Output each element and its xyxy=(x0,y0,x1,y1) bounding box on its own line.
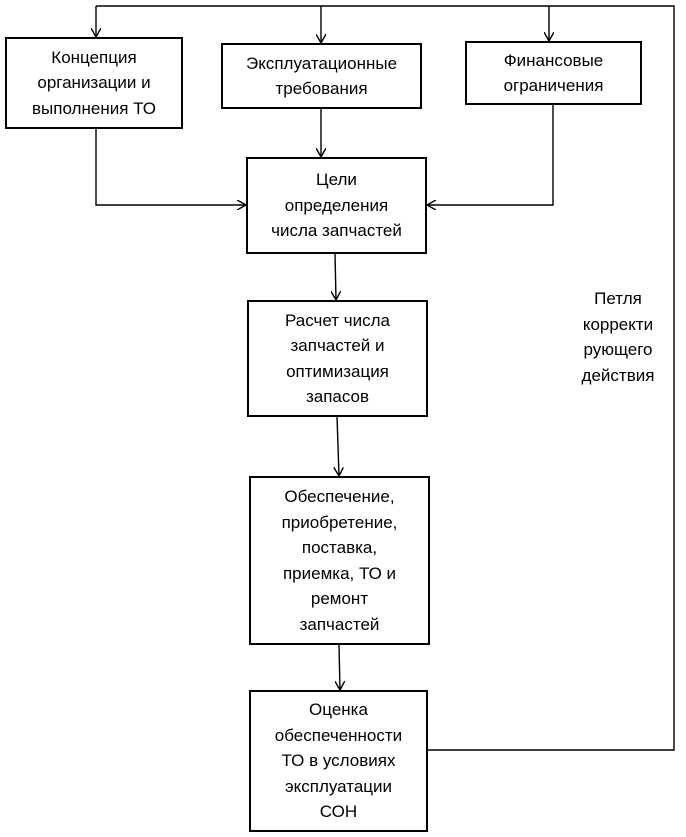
calculation-box: Расчет числа запчастей и оптимизация зап… xyxy=(247,300,428,417)
goals-label: Цели определения числа запчастей xyxy=(271,170,402,241)
financial-constraints-label: Финансовые ограничения xyxy=(503,50,604,96)
arrow-calculation-to-provision xyxy=(337,415,339,476)
goals-box: Цели определения числа запчастей xyxy=(246,157,427,254)
feedback-loop-line xyxy=(96,5,675,751)
concept-label: Концепция организации и выполнения ТО xyxy=(32,47,156,118)
feedback-loop-label: Петля корректи рующего действия xyxy=(581,289,655,385)
provision-box: Обеспечение, приобретение, поставка, при… xyxy=(249,476,430,645)
arrow-financial-to-goals xyxy=(427,104,554,205)
arrow-goals-to-calculation xyxy=(335,252,336,300)
calculation-label: Расчет числа запчастей и оптимизация зап… xyxy=(284,310,391,407)
assessment-box: Оценка обеспеченности ТО в условиях эксп… xyxy=(249,690,428,832)
concept-box: Концепция организации и выполнения ТО xyxy=(5,37,183,129)
operational-requirements-box: Эксплуатационные требования xyxy=(221,43,422,109)
operational-requirements-label: Эксплуатационные требования xyxy=(245,53,398,99)
assessment-label: Оценка обеспеченности ТО в условиях эксп… xyxy=(274,700,403,822)
arrow-concept-to-goals xyxy=(95,128,246,205)
provision-label: Обеспечение, приобретение, поставка, при… xyxy=(281,487,398,634)
arrow-provision-to-assessment xyxy=(339,643,340,690)
financial-constraints-box: Финансовые ограничения xyxy=(465,41,642,105)
